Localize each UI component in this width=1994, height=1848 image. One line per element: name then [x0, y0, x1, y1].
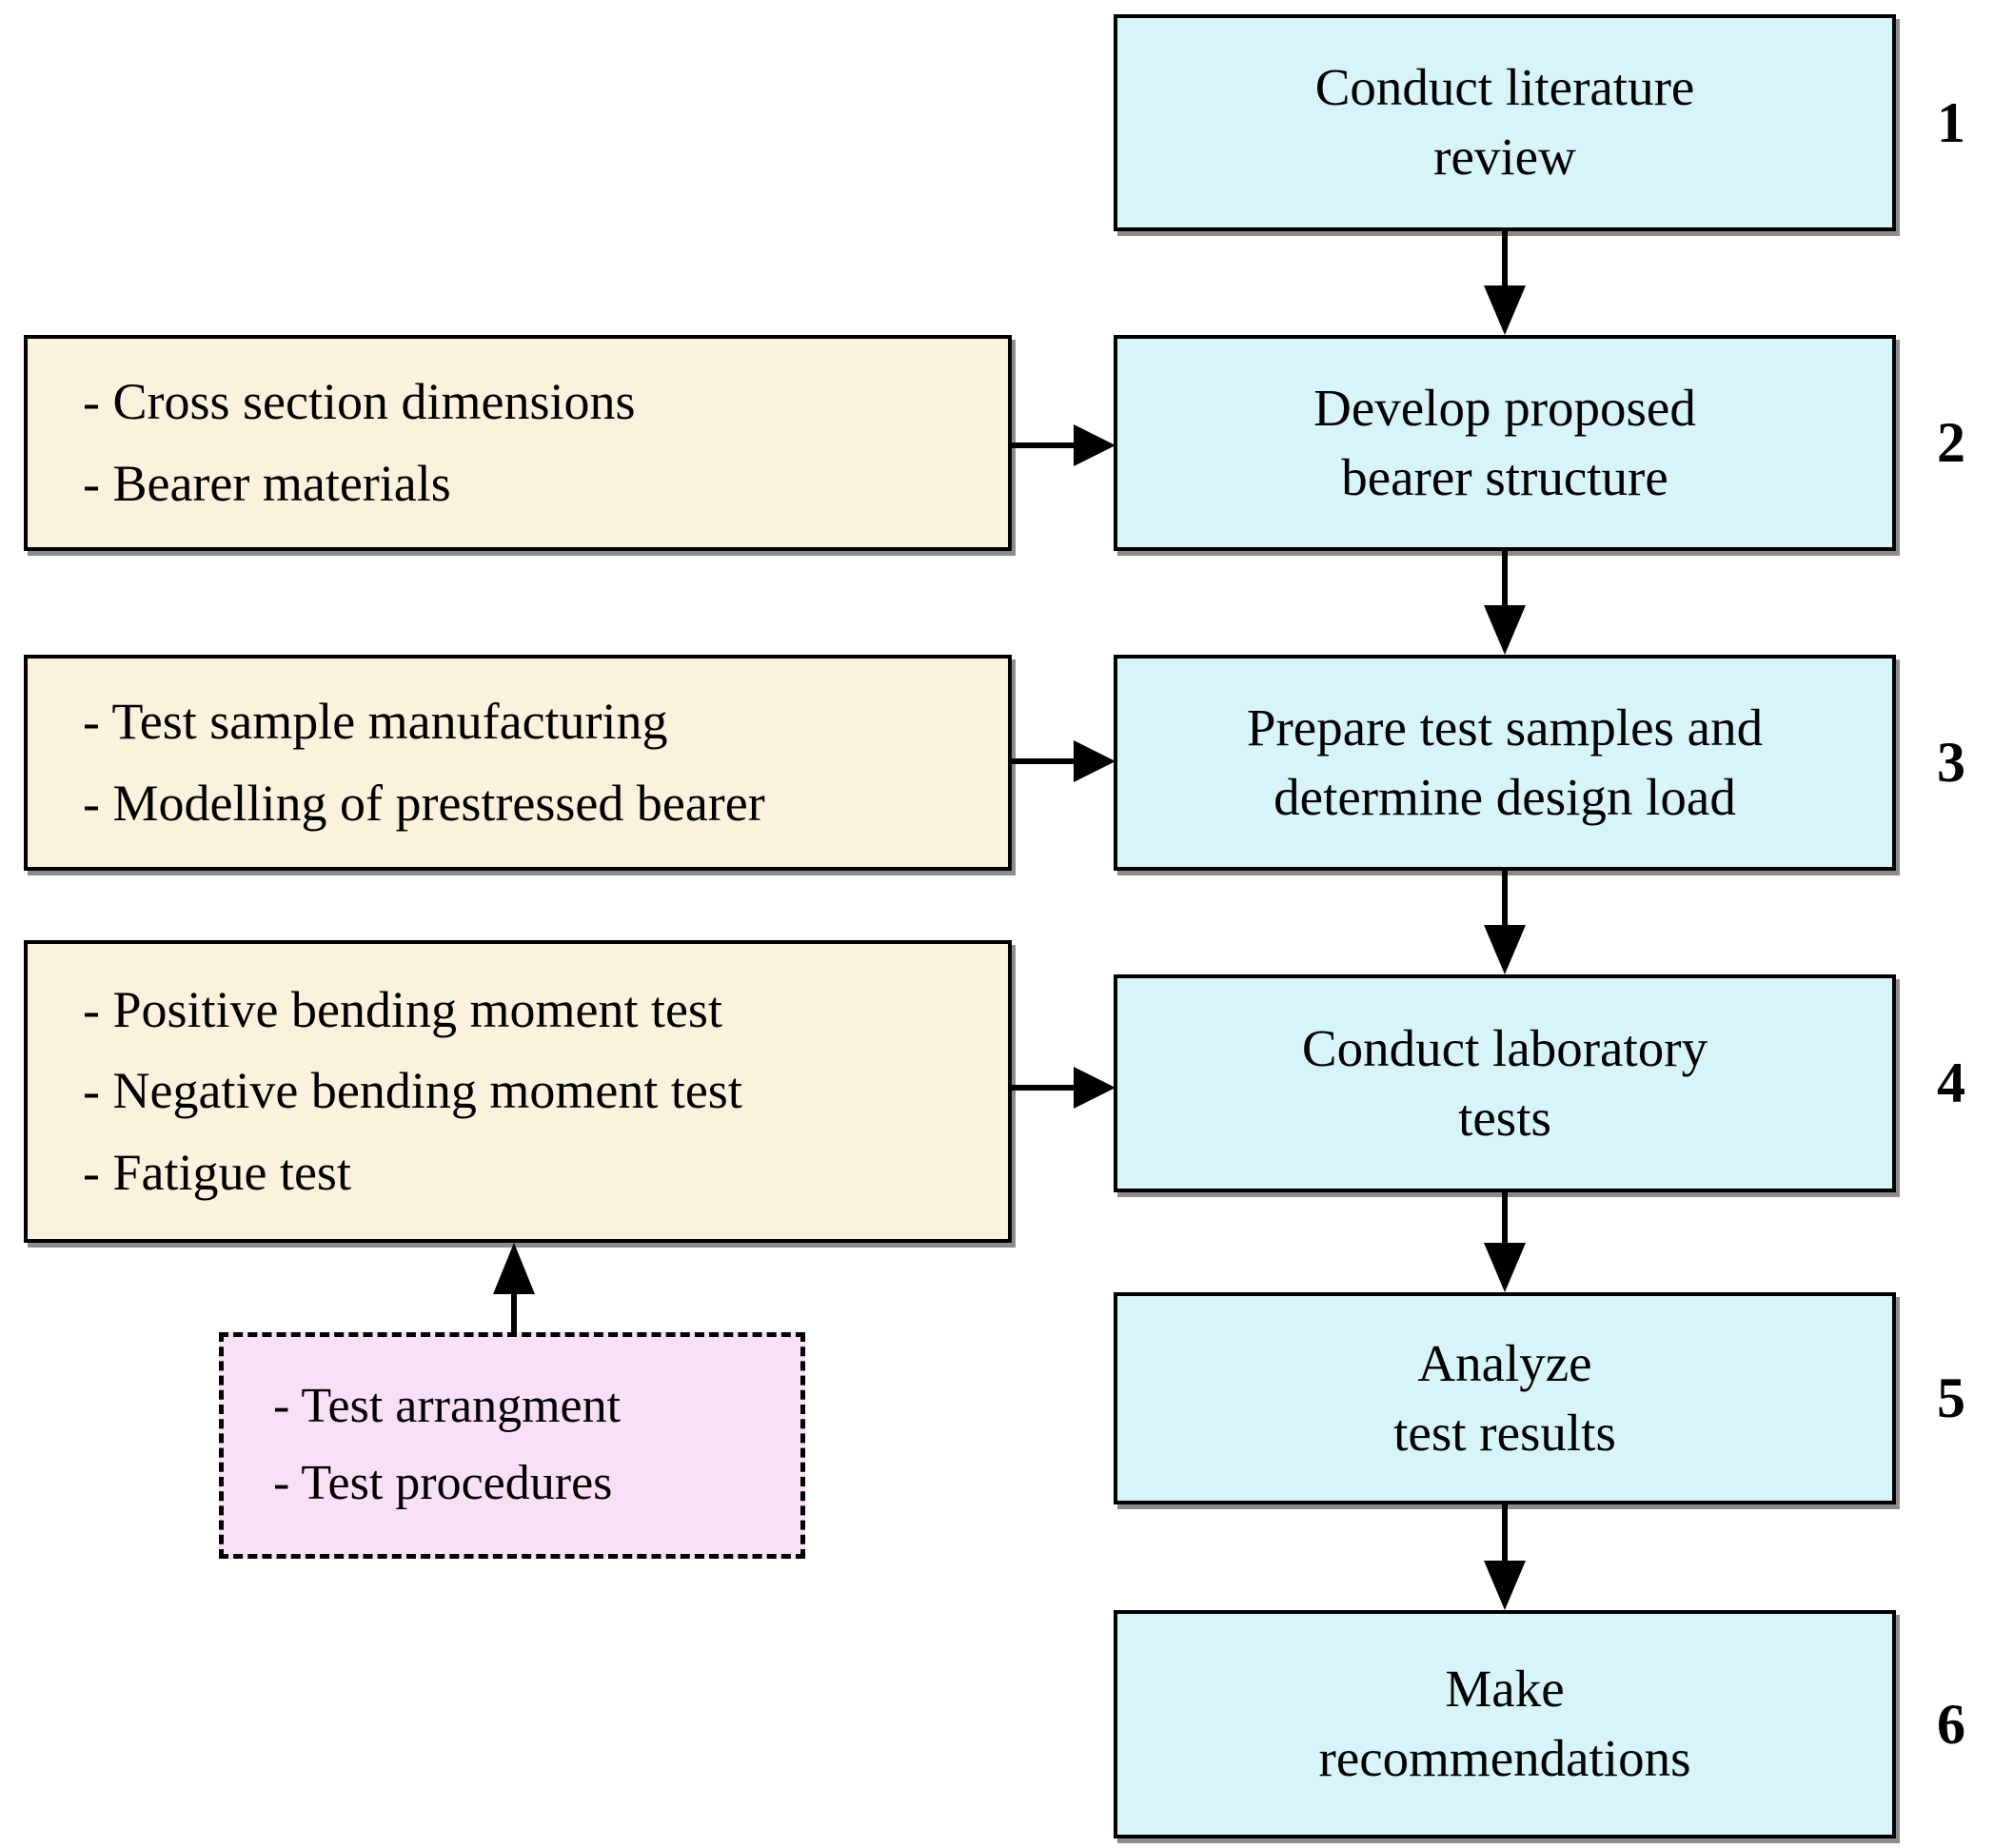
arrow-input1-to-step2-line [1009, 442, 1074, 448]
aux-box-test-arrangement-procedures: - Test arrangment - Test procedures [219, 1332, 805, 1559]
step-label: Analyze test results [1393, 1333, 1616, 1462]
step-number-5: 5 [1937, 1366, 1965, 1429]
step-box-analyze-test-results: Analyze test results [1114, 1292, 1896, 1504]
step-label: Develop proposed bearer structure [1313, 378, 1696, 506]
step-label: Make recommendations [1318, 1660, 1691, 1787]
arrow-input2-to-step3-line [1009, 758, 1074, 764]
arrow-input1-to-step2-head-icon [1074, 424, 1115, 466]
step-number-3: 3 [1937, 731, 1965, 794]
arrow-step1-to-step2-line [1502, 231, 1508, 285]
step-label: Conduct laboratory tests [1301, 1018, 1708, 1147]
input-line: - Negative bending moment test [83, 1062, 742, 1120]
arrow-input3-to-step4-line [1009, 1085, 1074, 1091]
input-line: - Modelling of prestressed bearer [83, 774, 765, 832]
arrow-aux-to-input3-head-icon [493, 1243, 535, 1294]
input-line: - Positive bending moment test [83, 981, 722, 1039]
arrow-step4-to-step5-head-icon [1484, 1243, 1526, 1292]
arrow-step2-to-step3-line [1502, 551, 1508, 605]
input-line: - Test sample manufacturing [83, 693, 668, 751]
step-box-conduct-laboratory-tests: Conduct laboratory tests [1114, 974, 1896, 1192]
step-number-6: 6 [1937, 1692, 1965, 1756]
input-box-laboratory-test-types: - Positive bending moment test - Negativ… [24, 940, 1012, 1243]
arrow-step3-to-step4-line [1502, 871, 1508, 925]
arrow-step4-to-step5-line [1502, 1192, 1508, 1243]
arrow-aux-to-input3-line [511, 1294, 517, 1332]
step-label: Prepare test samples and determine desig… [1246, 698, 1764, 826]
step-label: Conduct literature review [1314, 58, 1695, 186]
arrow-step5-to-step6-line [1502, 1504, 1508, 1561]
arrow-step2-to-step3-head-icon [1484, 605, 1526, 655]
step-number-1: 1 [1937, 90, 1965, 154]
step-number-4: 4 [1937, 1052, 1965, 1114]
arrow-step3-to-step4-head-icon [1484, 925, 1526, 974]
aux-line: - Test arrangment [273, 1379, 622, 1434]
input-line: - Cross section dimensions [83, 373, 636, 431]
arrow-input2-to-step3-head-icon [1074, 740, 1115, 782]
input-box-test-sample-preparation: - Test sample manufacturing - Modelling … [24, 655, 1012, 871]
input-box-bearer-structure-parameters: - Cross section dimensions - Bearer mate… [24, 335, 1012, 551]
step-box-conduct-literature-review: Conduct literature review [1114, 14, 1896, 231]
arrow-input3-to-step4-head-icon [1074, 1067, 1115, 1109]
arrow-step5-to-step6-head-icon [1484, 1561, 1526, 1610]
aux-line: - Test procedures [273, 1456, 613, 1510]
step-box-develop-proposed-bearer-structure: Develop proposed bearer structure [1114, 335, 1896, 551]
input-line: - Fatigue test [83, 1143, 351, 1201]
arrow-step1-to-step2-head-icon [1484, 285, 1526, 335]
step-box-prepare-test-samples: Prepare test samples and determine desig… [1114, 655, 1896, 871]
step-number-2: 2 [1937, 411, 1965, 474]
step-box-make-recommendations: Make recommendations [1114, 1610, 1896, 1838]
input-line: - Bearer materials [83, 454, 451, 512]
